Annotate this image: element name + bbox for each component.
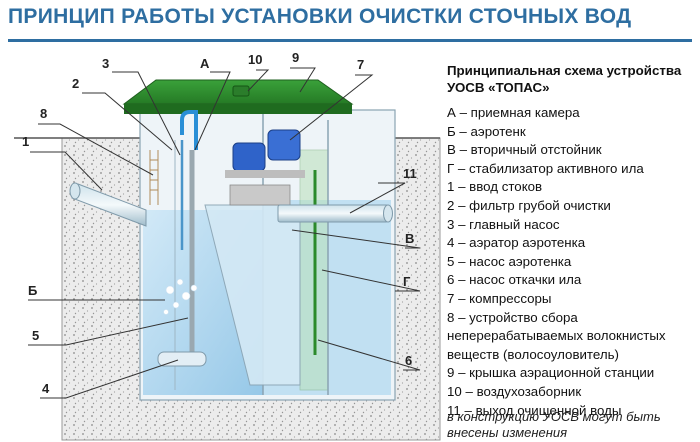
callout-9: 9: [292, 50, 299, 65]
footnote-line1: в конструкцию УОСВ могут быть: [447, 409, 661, 424]
compressors: [225, 129, 305, 178]
legend-item: 1 – ввод стоков: [447, 179, 543, 195]
legend-item: веществ (волосоуловитель): [447, 346, 619, 362]
footnote-line2: внесены изменения: [447, 425, 568, 440]
callout-v: В: [405, 231, 414, 246]
legend: Принципиальная схема устройства УОСВ «ТО…: [447, 62, 700, 420]
legend-item: 4 – аэратор аэротенка: [447, 235, 586, 251]
legend-item: 11 – выход очищенной воды: [447, 402, 622, 418]
inlet-pipe: [69, 182, 147, 227]
callout-b: Б: [28, 283, 37, 298]
callout-11: 11: [403, 166, 417, 181]
aeration-bubbles: [163, 278, 198, 315]
callout-4: 4: [42, 381, 50, 396]
outlet-pipe: [277, 204, 393, 223]
page-title: ПРИНЦИП РАБОТЫ УСТАНОВКИ ОЧИСТКИ СТОЧНЫХ…: [8, 5, 632, 28]
legend-item: В – вторичный отстойник: [447, 142, 602, 158]
legend-item: 10 – воздухозаборник: [447, 383, 582, 399]
callout-6: 6: [405, 353, 412, 368]
legend-item: Г – стабилизатор активного ила: [447, 160, 644, 176]
callout-10: 10: [248, 52, 262, 67]
legend-item: А – приемная камера: [447, 105, 580, 120]
callout-2: 2: [72, 76, 79, 91]
legend-list: А – приемная камера Б – аэротенк В – вто…: [447, 104, 700, 420]
callout-a: А: [200, 56, 210, 71]
callout-1: 1: [22, 134, 29, 149]
legend-item: 9 – крышка аэрационной станции: [447, 365, 655, 381]
title-underline: [8, 39, 692, 42]
lid: [122, 79, 354, 114]
legend-item: 7 – компрессоры: [447, 290, 552, 306]
footnote: в конструкцию УОСВ могут быть внесены из…: [447, 409, 697, 441]
legend-item: 3 – главный насос: [447, 216, 560, 232]
callout-5: 5: [32, 328, 39, 343]
leader-lines: [28, 67, 421, 399]
legend-item: 5 – насос аэротенка: [447, 253, 572, 269]
legend-item: 8 – устройство сбора: [447, 309, 578, 325]
legend-heading-line1: Принципиальная схема устройства: [447, 63, 682, 78]
legend-heading: Принципиальная схема устройства УОСВ «ТО…: [447, 62, 700, 96]
callout-8: 8: [40, 106, 47, 121]
legend-item: неперерабатываемых волокнистых: [447, 328, 666, 344]
legend-item: 6 – насос откачки ила: [447, 272, 582, 288]
legend-item: Б – аэротенк: [447, 123, 526, 139]
legend-item: 2 – фильтр грубой очистки: [447, 197, 611, 213]
callout-7: 7: [357, 57, 364, 72]
legend-heading-line2: УОСВ «ТОПАС»: [447, 80, 550, 95]
callout-3: 3: [102, 56, 109, 71]
callout-g: Г: [403, 274, 411, 289]
